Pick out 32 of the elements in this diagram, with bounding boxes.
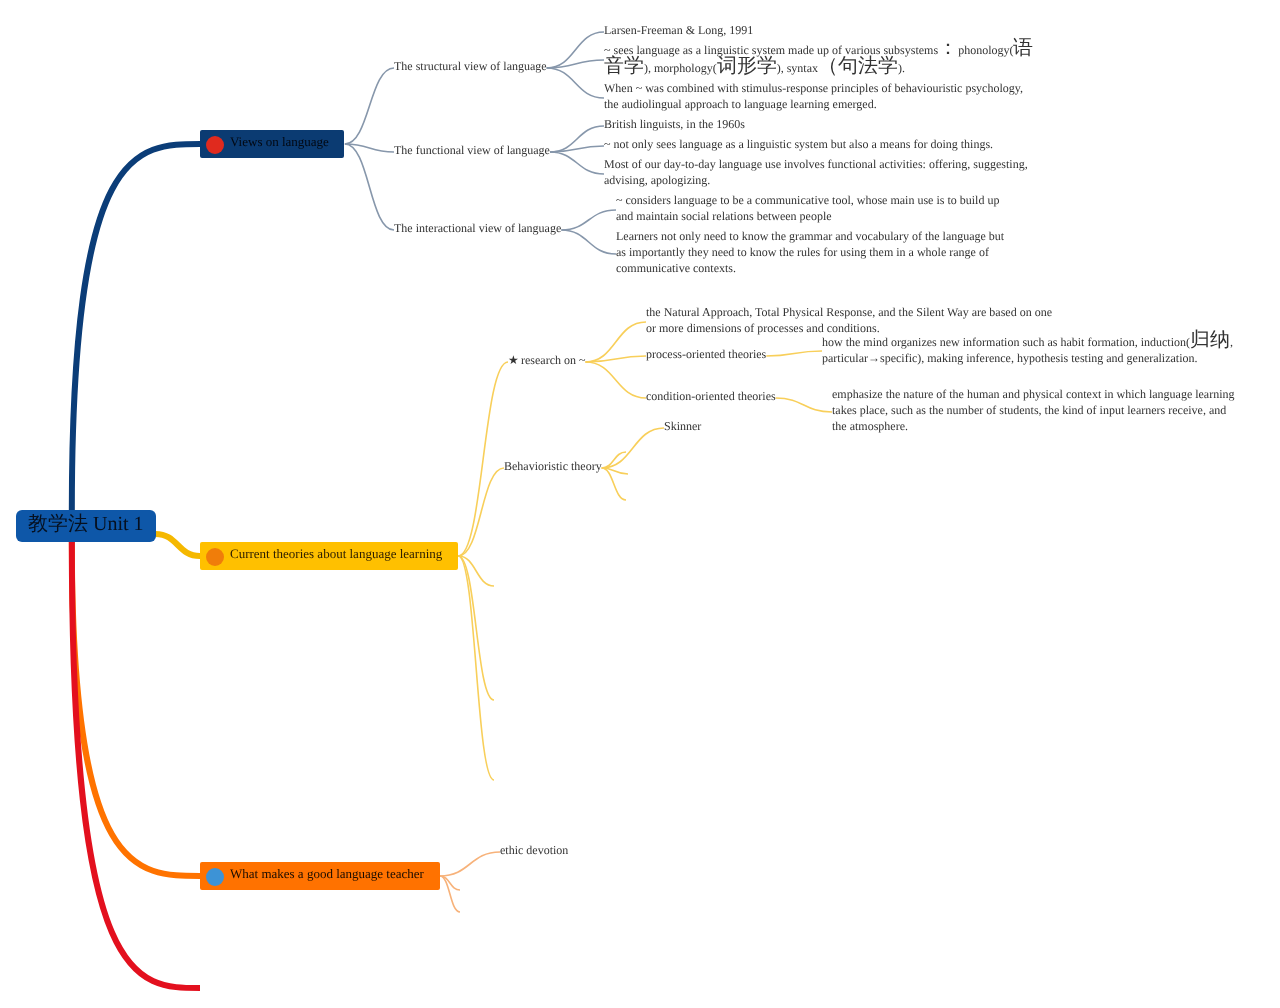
branch-line bbox=[439, 875, 461, 891]
branch-line bbox=[774, 397, 833, 413]
branch-line bbox=[560, 209, 617, 231]
branch-line bbox=[600, 467, 627, 501]
branch-line bbox=[549, 151, 605, 175]
topic-box bbox=[16, 510, 156, 542]
topic-box bbox=[200, 862, 440, 890]
topic-box bbox=[200, 130, 345, 158]
branch-line bbox=[600, 451, 627, 469]
branch-line bbox=[457, 361, 509, 557]
branch-line bbox=[457, 467, 505, 557]
branch-line bbox=[344, 143, 395, 231]
branch-line bbox=[600, 467, 629, 475]
branch-line bbox=[344, 143, 395, 153]
branch-line bbox=[457, 555, 495, 701]
topic-box bbox=[200, 542, 459, 570]
branch-line bbox=[545, 59, 605, 69]
branch-line bbox=[549, 145, 605, 153]
branch-line bbox=[457, 555, 495, 781]
branch-line bbox=[560, 229, 617, 255]
branch-line bbox=[155, 531, 201, 559]
branch-line bbox=[457, 555, 495, 587]
topic-label: 教学法 Unit 1 bbox=[28, 512, 144, 540]
branch-line bbox=[584, 355, 647, 363]
branch-line bbox=[68, 141, 201, 511]
branch-line bbox=[584, 361, 647, 399]
branch-line bbox=[68, 541, 201, 991]
branch-line bbox=[439, 851, 501, 877]
branch-line bbox=[545, 67, 605, 99]
branch-line bbox=[765, 350, 823, 357]
branch-line bbox=[439, 875, 461, 913]
branch-line bbox=[344, 67, 395, 145]
